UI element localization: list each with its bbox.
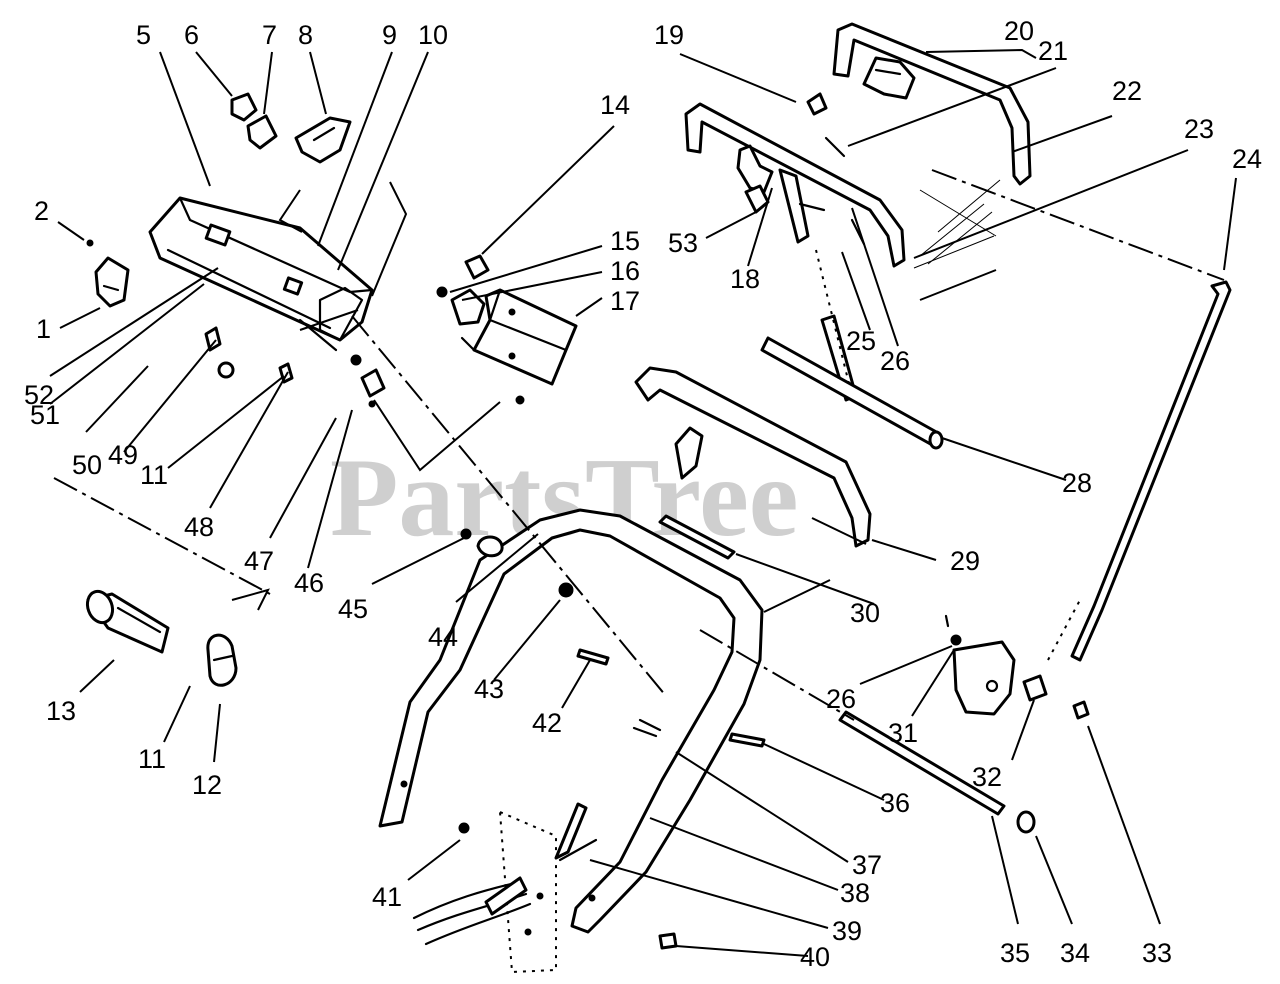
callout-20: 20 — [1004, 16, 1034, 46]
lower-handle-38 — [378, 508, 764, 934]
long-rod-24 — [1047, 280, 1232, 662]
callout-45: 45 — [338, 594, 368, 624]
part-1-clip — [94, 256, 130, 308]
callout-29: 29 — [950, 546, 980, 576]
callout-34: 34 — [1060, 938, 1090, 968]
callout-24: 24 — [1232, 144, 1262, 174]
callout-42: 42 — [532, 708, 562, 738]
callout-11-a: 11 — [140, 460, 168, 490]
callout-8: 8 — [298, 20, 313, 50]
callout-31: 31 — [888, 718, 918, 748]
small-hardware-center — [460, 528, 766, 950]
callout-25: 25 — [846, 326, 876, 356]
callout-18: 18 — [730, 264, 760, 294]
bracket-lines — [231, 181, 997, 613]
parts-6-7-8-knobs — [230, 92, 352, 164]
callout-28: 28 — [1062, 468, 1092, 498]
callout-46: 46 — [294, 568, 324, 598]
tube-28 — [760, 336, 944, 450]
callout-19: 19 — [654, 20, 684, 50]
part-13-grip — [85, 589, 170, 654]
part-39-lever — [554, 802, 598, 862]
callout-9: 9 — [382, 20, 397, 50]
upper-handle-20 — [832, 22, 1032, 186]
callout-23: 23 — [1184, 114, 1214, 144]
callout-12: 12 — [192, 770, 222, 800]
callout-43: 43 — [474, 674, 504, 704]
shift-bracket-31 — [944, 614, 1090, 720]
watermark: PartsTree — [330, 436, 799, 560]
bail-handle-18 — [684, 92, 906, 268]
callout-53: 53 — [668, 228, 698, 258]
callout-35: 35 — [1000, 938, 1030, 968]
callout-37: 37 — [852, 850, 882, 880]
callout-7: 7 — [262, 20, 277, 50]
lower-bracket-cables — [412, 810, 557, 974]
callout-47: 47 — [244, 546, 274, 576]
small-hardware-left — [204, 326, 386, 408]
callout-13: 13 — [46, 696, 76, 726]
callout-16: 16 — [610, 256, 640, 286]
callout-1: 1 — [36, 314, 51, 344]
switch-bracket-assembly — [436, 254, 578, 405]
control-box-assembly — [148, 196, 374, 352]
callout-10: 10 — [418, 20, 448, 50]
callout-2: 2 — [34, 196, 49, 226]
callout-49: 49 — [108, 440, 138, 470]
centerlines — [53, 169, 1225, 721]
callout-50: 50 — [72, 450, 102, 480]
callout-21: 21 — [1038, 36, 1068, 66]
pin-30 — [658, 514, 736, 560]
leader-lines — [49, 48, 1237, 957]
callout-11-b: 11 — [138, 744, 166, 774]
callout-26-b: 26 — [826, 684, 856, 714]
callout-14: 14 — [600, 90, 630, 120]
callout-33: 33 — [1142, 938, 1172, 968]
callout-48: 48 — [184, 512, 214, 542]
callout-26-a: 26 — [880, 346, 910, 376]
callout-52: 52 — [24, 380, 54, 410]
callout-6: 6 — [184, 20, 199, 50]
callout-44: 44 — [428, 622, 458, 652]
callout-17: 17 — [610, 286, 640, 316]
axle-35 — [838, 710, 1036, 834]
callout-36: 36 — [880, 788, 910, 818]
callout-41: 41 — [372, 882, 402, 912]
callout-51: 51 — [30, 400, 60, 430]
callout-labels: 1 2 5 6 7 8 9 10 11 12 13 14 15 16 17 18… — [24, 16, 1262, 972]
callout-22: 22 — [1112, 76, 1142, 106]
callout-30: 30 — [850, 598, 880, 628]
callout-15: 15 — [610, 226, 640, 256]
callout-38: 38 — [840, 878, 870, 908]
part-2-screw — [86, 239, 94, 247]
callout-32: 32 — [972, 762, 1002, 792]
callout-40: 40 — [800, 942, 830, 972]
part-12-clamp — [206, 633, 238, 687]
callout-5: 5 — [136, 20, 151, 50]
callout-39: 39 — [832, 916, 862, 946]
